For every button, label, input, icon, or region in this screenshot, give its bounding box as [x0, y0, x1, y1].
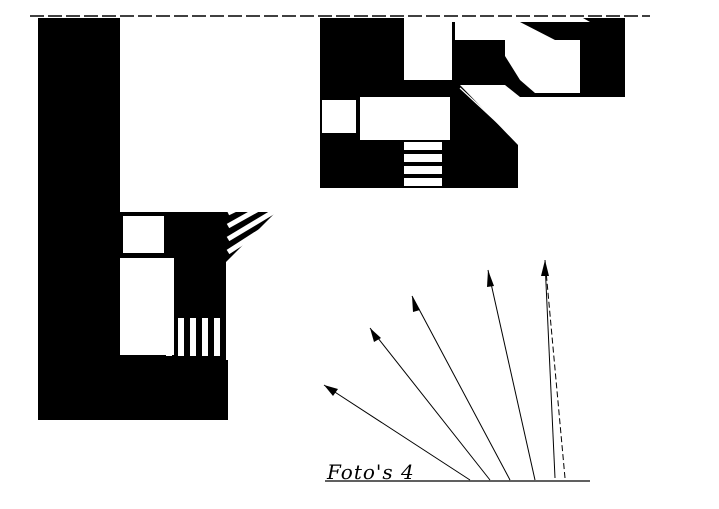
- arrow-head-3: [412, 296, 420, 312]
- room-courtyard: [122, 18, 320, 212]
- interior-rooms: [120, 18, 590, 355]
- arrow-head-5: [541, 260, 549, 276]
- room-small-center: [322, 100, 356, 133]
- photo-arrow-6: [544, 261, 556, 479]
- stair-diagonal: [226, 184, 295, 255]
- room-lower-left: [120, 258, 174, 355]
- stair-lower: [166, 318, 220, 356]
- photo-arrow-heads: [324, 260, 549, 396]
- arrow-head-2: [370, 328, 381, 342]
- photo-arrow-2: [369, 327, 491, 481]
- photo-arrow-5: [544, 259, 566, 479]
- photo-arrow-1: [323, 384, 471, 481]
- diagonal-wall-line: [459, 87, 517, 141]
- building-left-wing: [38, 18, 228, 420]
- room-top-right: [457, 19, 515, 39]
- caption-text: Foto's 4: [326, 460, 415, 484]
- photo-arrow-3: [411, 295, 511, 481]
- photo-direction-arrows: [323, 259, 566, 481]
- stair-center: [404, 130, 442, 186]
- room-right-notch: [520, 40, 580, 93]
- photo-arrow-4: [487, 269, 536, 481]
- arrow-head-4: [487, 270, 494, 287]
- arrow-head-1: [324, 385, 338, 396]
- room-small-left: [123, 216, 164, 253]
